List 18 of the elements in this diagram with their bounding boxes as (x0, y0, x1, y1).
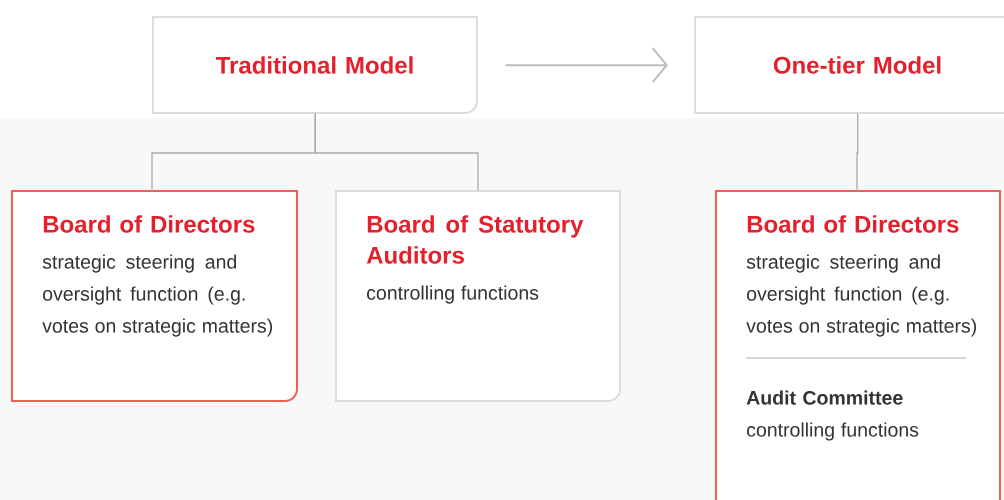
connector-line (314, 112, 479, 192)
card-heading: Board of Directors (747, 215, 959, 233)
description-text: strategic steering and oversight function (e.g. votes on strategic matters) (42, 254, 273, 337)
description-text: controlling functions (747, 422, 919, 441)
model-box (694, 16, 1004, 114)
arrow (504, 47, 668, 84)
connector-line (856, 112, 859, 192)
subheading: Audit Committee (746, 390, 903, 405)
card-heading: Board of Directors (43, 215, 255, 233)
description-text: strategic steering and oversight function (e.g. votes on strategic matters) (746, 254, 976, 337)
description-text: controlling functions (367, 285, 539, 304)
model-box (152, 16, 478, 114)
board-card (715, 190, 1001, 500)
board-card (11, 190, 298, 402)
model-title: Traditional Model (215, 56, 413, 74)
card-heading: Board of Statutory Auditors (366, 215, 584, 264)
board-card (335, 190, 621, 402)
model-title: One-tier Model (773, 56, 941, 74)
